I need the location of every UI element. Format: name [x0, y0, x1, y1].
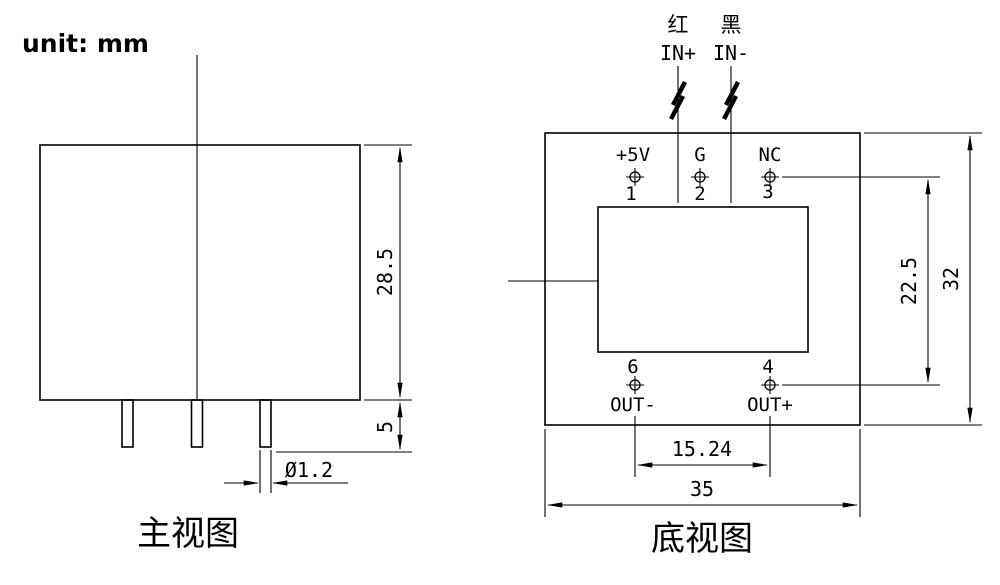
pin-label-out-minus: OUT-	[610, 394, 656, 416]
dimension-value-overall-height: 32	[939, 267, 963, 291]
dimension-value-pin-row-spacing: 22.5	[897, 257, 921, 305]
pin-number-4: 4	[762, 356, 773, 378]
front-view-body	[39, 144, 361, 401]
dimension-value-pin-column-spacing: 15.24	[672, 437, 732, 461]
dimension-value-pin-diameter: Ø1.2	[285, 458, 333, 482]
wire-red-twist-icon	[669, 94, 685, 121]
front-view-title: 主视图	[137, 514, 239, 554]
dimension-pin-row-spacing: 22.5	[782, 176, 940, 386]
pin-label-nc: NC	[759, 144, 782, 166]
front-view-pin-middle	[190, 399, 204, 448]
pin-symbol-6	[626, 376, 644, 394]
pin-symbol-3	[761, 168, 779, 186]
bottom-view-core	[597, 206, 809, 353]
front-view: 28.5 5 Ø1.2 主视图	[39, 55, 412, 554]
pin-number-1: 1	[625, 183, 636, 205]
wire-black-signal: IN-	[713, 41, 749, 65]
wire-red-signal: IN+	[660, 41, 696, 65]
dimension-value-pin-length: 5	[373, 421, 397, 433]
bottom-view: 红 黑 IN+ IN- +5V G NC	[508, 13, 982, 559]
front-view-pin-left	[121, 399, 134, 448]
wire-black-label: 黑	[721, 13, 742, 37]
unit-label: unit: mm	[22, 29, 149, 58]
pin-symbol-4	[761, 376, 779, 394]
dimension-pin-column-spacing: 15.24	[634, 416, 771, 477]
wire-black-twist-icon	[724, 80, 740, 107]
pin-number-6: 6	[627, 356, 638, 378]
pin-label-g: G	[694, 144, 705, 166]
dimension-pin-diameter: Ø1.2	[224, 450, 348, 493]
dimension-overall-width: 35	[544, 429, 861, 517]
dimension-overall-height: 32	[864, 132, 982, 426]
bottom-view-title: 底视图	[651, 519, 753, 559]
dimension-pin-length: 5	[276, 401, 412, 453]
front-view-pin-right	[259, 399, 272, 448]
pin-number-3: 3	[762, 181, 773, 203]
dimension-body-height: 28.5	[364, 144, 412, 401]
pin-symbol-1	[626, 168, 644, 186]
wire-black-twist-icon	[722, 94, 738, 121]
dimension-value-overall-width: 35	[690, 477, 714, 501]
pin-symbol-2	[691, 168, 709, 186]
dimension-value-body-height: 28.5	[373, 248, 397, 296]
pin-number-2: 2	[694, 183, 705, 205]
bottom-view-body	[544, 132, 861, 426]
wire-red-label: 红	[668, 13, 689, 37]
wire-red-twist-icon	[671, 80, 687, 107]
pin-label-5v: +5V	[616, 144, 650, 166]
pin-label-out-plus: OUT+	[747, 394, 793, 416]
input-wires: 红 黑 IN+ IN-	[660, 13, 749, 203]
